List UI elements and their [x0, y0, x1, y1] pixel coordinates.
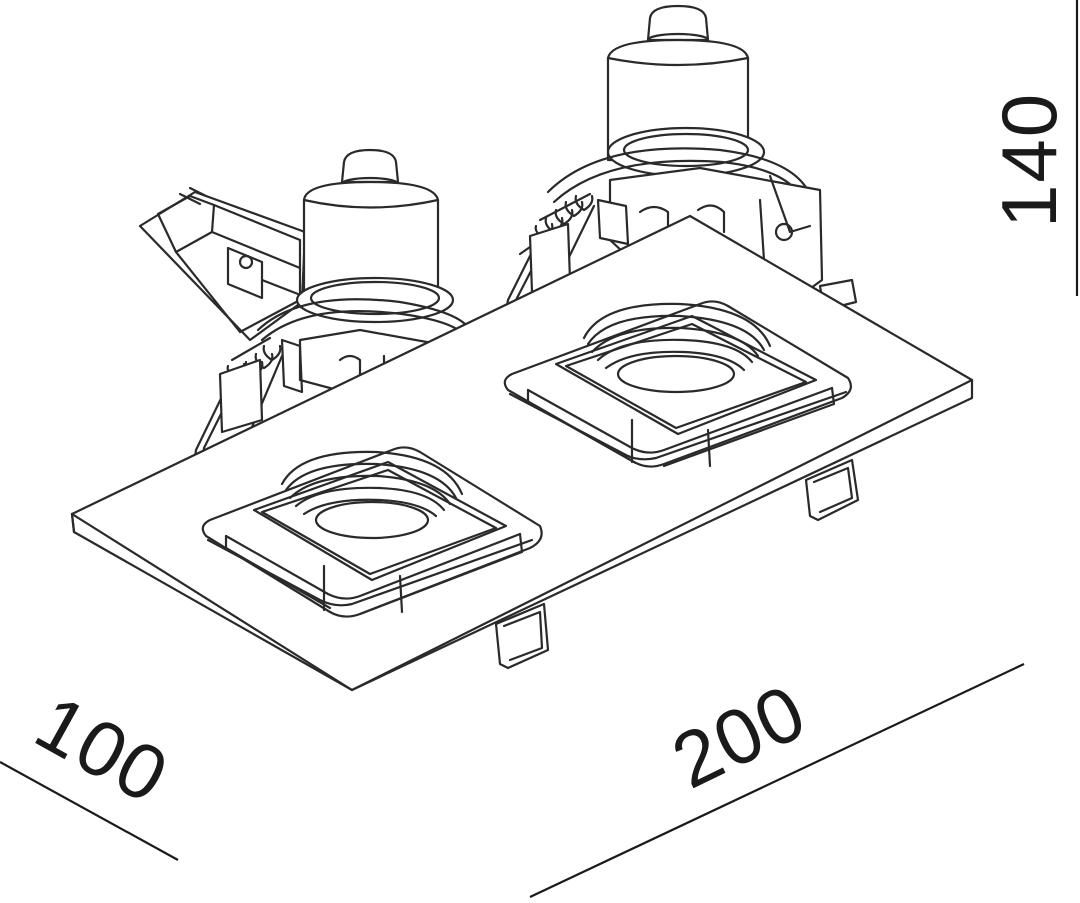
bottom-tabs — [494, 458, 860, 670]
depth-label: 100 — [22, 678, 184, 821]
dimension-depth: 100 — [0, 678, 184, 861]
dimension-width: 200 — [529, 663, 1025, 898]
left-lens — [206, 450, 534, 616]
dimension-height: 140 — [985, 0, 1079, 296]
height-label: 140 — [985, 92, 1073, 228]
terminal-block — [138, 186, 307, 342]
right-lens — [508, 302, 848, 468]
mounting-frame — [70, 214, 974, 692]
width-label: 200 — [659, 667, 820, 806]
